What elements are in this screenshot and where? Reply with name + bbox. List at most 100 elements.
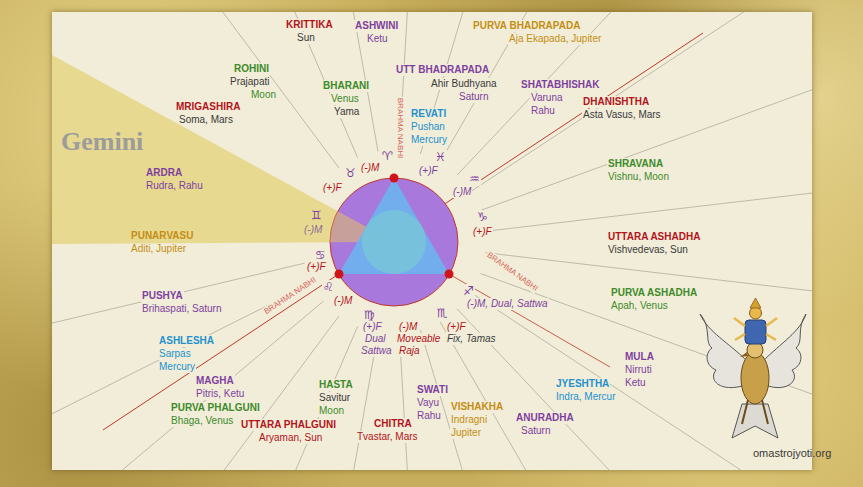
zodiac-sign: ♈	[381, 149, 394, 163]
nakshatra-label: (-)M, Dual, Sattwa	[466, 298, 549, 310]
divider-line	[52, 316, 339, 470]
nakshatra-label: Indragni	[450, 414, 488, 426]
nakshatra-label: (+)F	[362, 321, 383, 333]
red-dot	[335, 270, 344, 279]
deity-body	[745, 320, 766, 344]
nakshatra-label: (+)F	[306, 261, 327, 273]
divider-line	[52, 12, 339, 168]
nakshatra-label: Dual	[364, 333, 387, 345]
nakshatra-label: Venus	[330, 93, 360, 105]
nakshatra-label: (-)M	[398, 321, 418, 333]
nakshatra-label: Moon	[250, 89, 277, 101]
nakshatra-label: PURVA BHADRAPADA	[472, 20, 581, 32]
nakshatra-label: KRITTIKA	[285, 19, 334, 31]
deity-arms	[734, 318, 777, 340]
nakshatra-label: Asta Vasus, Mars	[582, 109, 662, 121]
nakshatra-label: Ketu	[624, 377, 647, 389]
nakshatra-label: Apah, Venus	[610, 300, 669, 312]
nakshatra-label: Pitris, Ketu	[195, 388, 245, 400]
divider-line	[457, 309, 812, 470]
nakshatra-label: Yama	[333, 106, 360, 118]
zodiac-sign: ♓	[434, 150, 447, 164]
nakshatra-label: SHRAVANA	[607, 158, 664, 170]
nakshatra-label: Mercury	[158, 361, 196, 373]
nakshatra-label: Raja	[398, 345, 421, 357]
nakshatra-label: Jupiter	[450, 427, 482, 439]
nakshatra-label: (-)M	[303, 224, 323, 236]
nakshatra-label: Saturn	[458, 91, 489, 103]
nakshatra-label: Saturn	[520, 425, 551, 437]
nakshatra-label: ROHINI	[233, 63, 270, 75]
nakshatra-label: Aryaman, Sun	[258, 432, 323, 444]
nakshatra-label: Rudra, Rahu	[145, 180, 204, 192]
nakshatra-label: Savitur	[318, 392, 351, 404]
nakshatra-label: Rahu	[416, 410, 442, 422]
divider-line	[440, 322, 744, 470]
nakshatra-label: BHARANI	[322, 80, 370, 92]
red-dot	[445, 270, 454, 279]
fire-triangle	[339, 178, 449, 274]
garuda-illustration	[700, 298, 806, 438]
divider-line	[457, 12, 812, 175]
nakshatra-label: Ketu	[366, 33, 389, 45]
nakshatra-label: Vishnu, Moon	[607, 171, 670, 183]
axis-label: BRAHMA NABHI	[261, 275, 319, 318]
nakshatra-label: VISHAKHA	[450, 401, 504, 413]
nakshatra-label: Nirruti	[624, 364, 653, 376]
nakshatra-label: (-)M	[360, 162, 380, 174]
nakshatra-label: Brihaspati, Saturn	[141, 303, 223, 315]
nakshatra-label: Vayu	[416, 397, 440, 409]
nakshatra-label: Pushan	[410, 121, 446, 133]
tail	[732, 404, 778, 438]
nakshatra-label: PURVA ASHADHA	[610, 287, 698, 299]
nakshatra-label: HASTA	[318, 379, 354, 391]
divider-line	[52, 301, 324, 470]
nakshatra-label: (-)M	[333, 295, 353, 307]
nakshatra-label: Soma, Mars	[178, 114, 234, 126]
zodiac-sign: omastrojyoti.org	[752, 447, 832, 460]
inner-circle	[362, 210, 426, 274]
deity-head	[750, 307, 762, 319]
nakshatra-label: (+)F	[446, 321, 467, 333]
nakshatra-label: ASHLESHA	[158, 335, 215, 347]
axis-label: BRAHMA NABHI	[395, 97, 405, 159]
nakshatra-label: DHANISHTHA	[582, 96, 650, 108]
nakshatra-label: ARDRA	[145, 167, 183, 179]
zodiac-sign: ♋	[314, 248, 327, 262]
nakshatra-label: Sun	[296, 32, 316, 44]
nakshatra-label: (+)F	[472, 226, 493, 238]
zodiac-sign: ♉	[344, 166, 357, 180]
gemini-sector	[52, 55, 394, 244]
zodiac-sign: ♊	[310, 208, 323, 222]
gemini-overlay	[52, 55, 394, 244]
nakshatra-label: (-)M	[452, 186, 472, 198]
nakshatra-label: Moveable	[396, 333, 441, 345]
zodiac-sign: ♌	[322, 280, 335, 294]
nakshatra-label: Aditi, Jupiter	[130, 243, 187, 255]
divider-line	[485, 161, 812, 232]
zodiac-sign: ♍	[363, 308, 376, 322]
nakshatra-label: Fix, Tamas	[446, 333, 497, 345]
nakshatra-label: UTTARA PHALGUNI	[240, 419, 337, 431]
crown	[750, 298, 761, 308]
nakshatra-label: CHITRA	[373, 418, 413, 430]
nakshatra-label: Moon	[318, 405, 345, 417]
red-dot	[390, 174, 399, 183]
nakshatra-label: ANURADHA	[515, 412, 575, 424]
nakshatra-label: (+)F	[322, 182, 343, 194]
zodiac-sign: ♐	[462, 284, 475, 298]
nakshatra-label: Mercury	[410, 134, 448, 146]
nakshatra-label: PURVA PHALGUNI	[170, 402, 261, 414]
divider-line	[471, 12, 812, 191]
nakshatra-label: ASHWINI	[354, 20, 399, 32]
nakshatra-label: UTT BHADRAPADA	[395, 64, 490, 76]
divider-line	[117, 327, 358, 471]
axis-label: BRAHMA NABHI	[484, 250, 541, 295]
beak	[740, 352, 748, 357]
nakshatra-label: UTTARA ASHADHA	[607, 231, 701, 243]
nakshatra-label: PUNARVASU	[130, 230, 194, 242]
nakshatra-label: Aja Ekapada, Jupiter	[508, 33, 602, 45]
nakshatra-label: MRIGASHIRA	[175, 101, 241, 113]
nakshatra-label: Sarpas	[158, 348, 192, 360]
